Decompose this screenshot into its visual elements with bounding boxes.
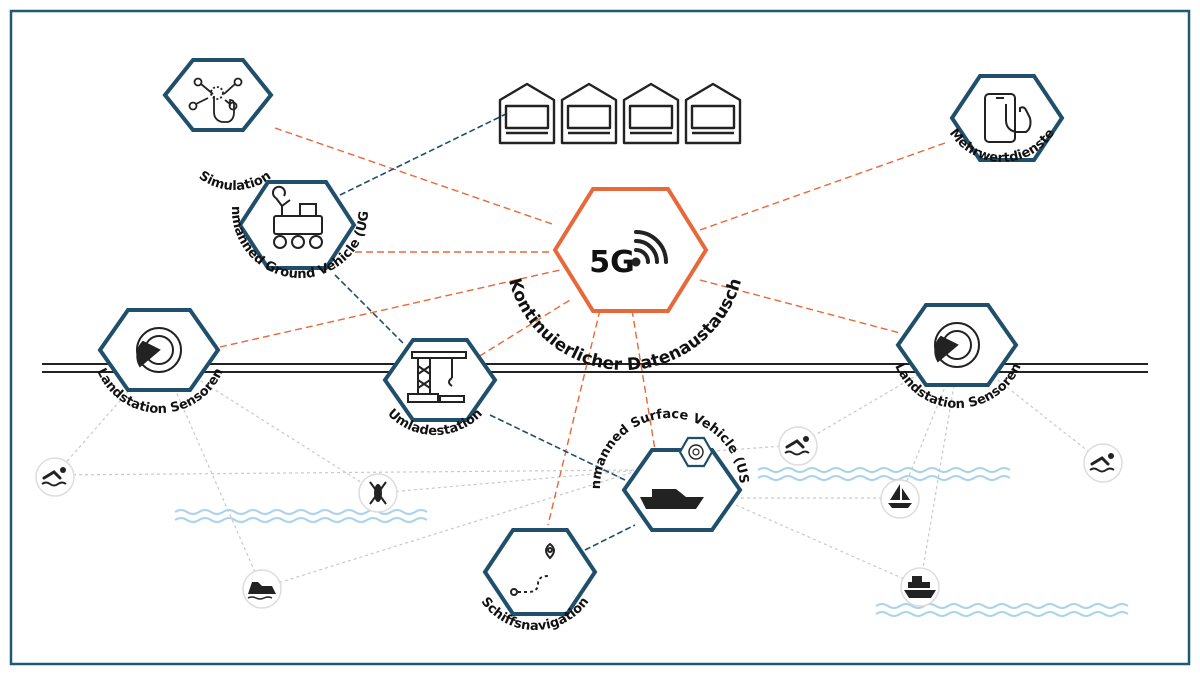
radar-icon <box>934 322 980 368</box>
swimmer-icon <box>1083 443 1123 483</box>
hand-touch-network-icon <box>188 77 243 123</box>
outer-frame <box>9 9 1191 666</box>
garage-icon <box>560 82 618 145</box>
route-pin-icon <box>510 542 555 596</box>
water-wave-left-1 <box>174 509 428 515</box>
node-landstation-left: Landstation Sensoren <box>93 308 227 417</box>
water-wave-bottom-2 <box>875 611 1129 617</box>
water-wave-left-2 <box>174 517 428 523</box>
water-wave-right-1 <box>757 467 1011 473</box>
center-5g-node: 5G Kontinuierlicher Datenaustausch <box>504 187 746 375</box>
water-waves <box>174 467 1129 617</box>
node-umladestation: Umladestation <box>382 338 498 439</box>
sailboat-icon <box>880 479 920 519</box>
node-schiffsnavigation: Schiffsnavigation <box>478 528 598 634</box>
ship-icon <box>900 567 940 607</box>
swimmer-icon <box>35 457 75 497</box>
water-wave-right-2 <box>757 475 1011 481</box>
swimmer-icon <box>778 426 818 466</box>
kayak-icon <box>358 473 398 513</box>
rover-icon <box>271 185 323 249</box>
orange-links <box>219 127 946 526</box>
blue-links <box>334 111 636 551</box>
node-mehrwertdienste: Mehrwertdienste <box>946 74 1065 166</box>
garage-icon <box>622 82 680 145</box>
wireless-signal-icon <box>631 230 668 267</box>
water-wave-bottom-1 <box>875 603 1129 609</box>
warehouse-group <box>498 82 742 145</box>
garage-icon <box>684 82 742 145</box>
radar-icon <box>136 327 182 373</box>
radar-badge-icon <box>678 436 714 468</box>
node-ugv: Unmanned Ground Vehicle (UGV) <box>0 0 372 282</box>
node-simulation: Simulation <box>162 58 274 194</box>
boat-icon <box>640 489 704 509</box>
jetski-icon <box>242 569 282 609</box>
garage-icon <box>498 82 556 145</box>
crane-icon <box>407 351 467 403</box>
center-5g-text: 5G <box>589 245 635 280</box>
smartphone-tap-icon <box>984 93 1032 143</box>
water-users <box>35 426 1123 609</box>
center-hexagon <box>552 187 709 313</box>
node-landstation-right: Landstation Sensoren <box>891 303 1025 412</box>
